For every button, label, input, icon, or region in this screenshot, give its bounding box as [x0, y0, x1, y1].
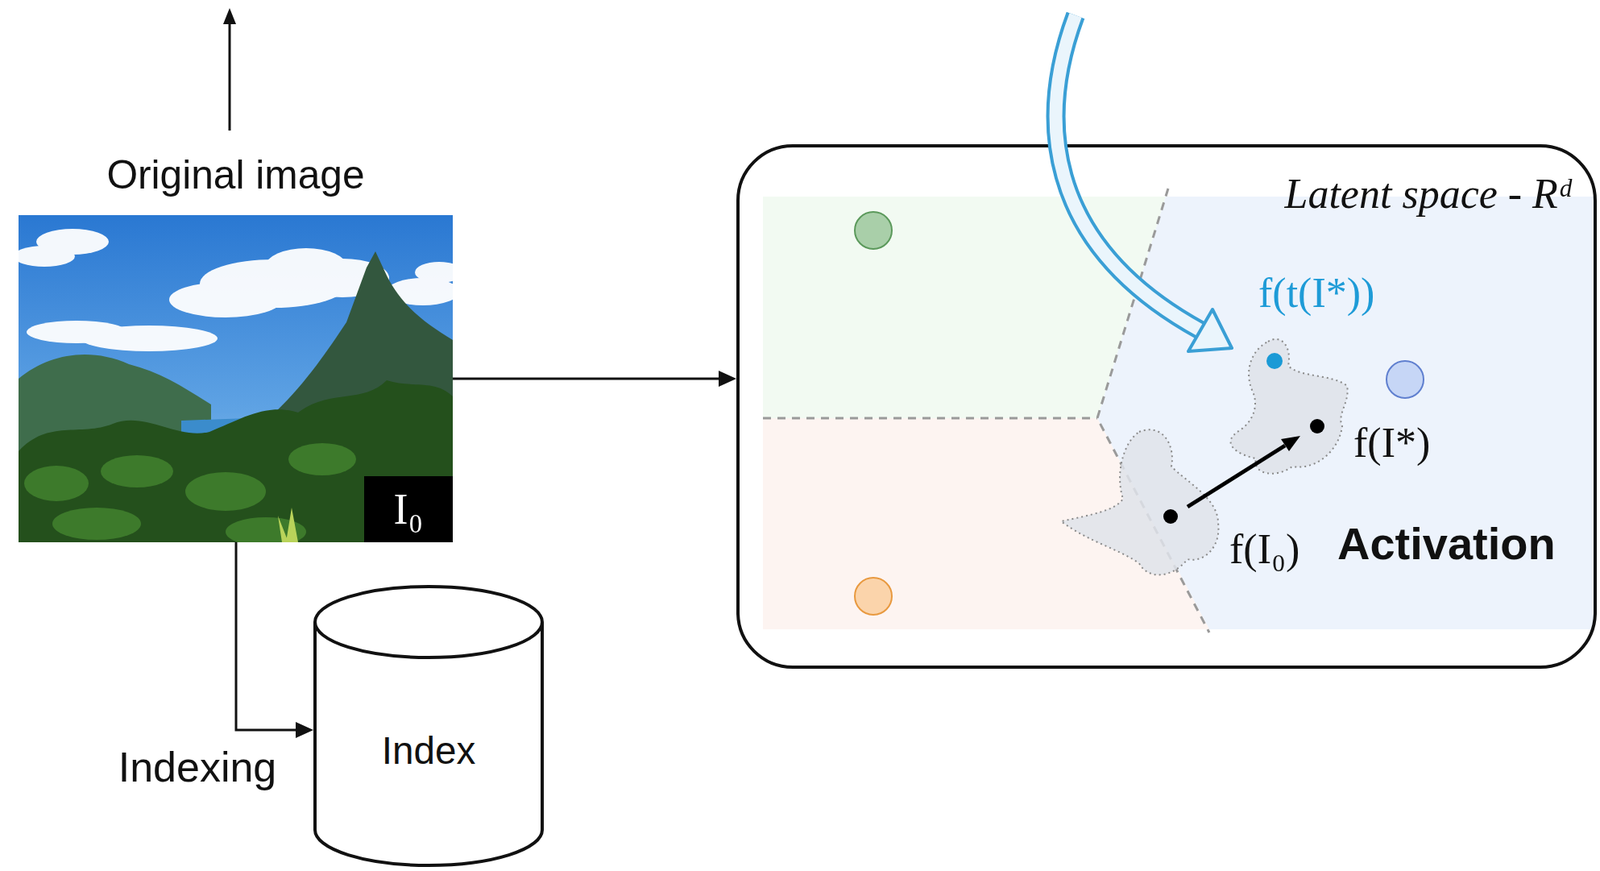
- activated-point-label: f(I*): [1353, 418, 1431, 467]
- activation-label: Activation: [1337, 517, 1556, 570]
- latent-space-box: Latent space - Rᵈ: [736, 144, 1597, 669]
- latent-title: Latent space - Rᵈ: [1284, 169, 1572, 218]
- landscape-photo: [18, 215, 453, 543]
- connector: [236, 542, 314, 738]
- latent-regions: [762, 188, 1595, 633]
- image-tag: I₀: [364, 476, 453, 543]
- up-arrow: [223, 8, 237, 131]
- original-point-label: f(I₀): [1229, 525, 1300, 573]
- image-heading: Original image: [18, 151, 453, 199]
- connector-line: [236, 542, 298, 730]
- edge-label: Indexing: [118, 742, 278, 792]
- image-node: Original imageI₀: [18, 145, 453, 543]
- arrow-head: [295, 721, 314, 738]
- index-cylinder: Index: [313, 586, 544, 866]
- transformed-point-label: f(t(I*)): [1258, 269, 1375, 317]
- arrow-head: [718, 370, 737, 387]
- connector: [452, 370, 737, 387]
- connector-line: [452, 377, 721, 381]
- index-label: Index: [313, 728, 544, 773]
- database-cylinder: [315, 586, 543, 866]
